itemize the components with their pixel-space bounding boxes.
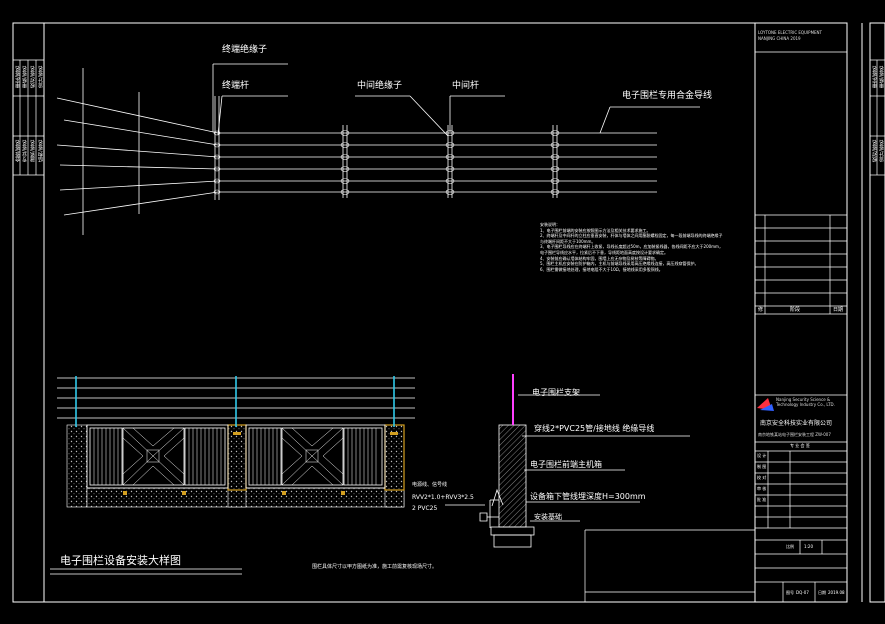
label-alloy-wire: 电子围栏专用合金导线 [622, 91, 713, 101]
label-pvc: 2 PVC25 [412, 505, 438, 512]
row-label: 审 核 [757, 486, 767, 491]
sheet-label: 日期 [818, 590, 826, 595]
notes-line: 3、电子围栏导线应在终端杆上收紧，导线长度超过50m，应加装紧线器，各线间距不应… [540, 244, 723, 250]
left-strip-group: 设计/签名 [38, 66, 44, 88]
right-strip-lines [870, 59, 885, 176]
sheet-value: 2019.08 [828, 590, 845, 595]
sheet-label: 比例 [786, 544, 794, 549]
section-detail [50, 374, 690, 575]
left-strip-group: 审定/签名 [15, 66, 21, 88]
stamp-sub: NANJING CHINA 2019 [758, 36, 801, 41]
row-label: 校 对 [757, 475, 767, 480]
notes-line: 4、安装前应确认墙体结构牢固，围墙上应无杂物及树枝等障碍物。 [540, 255, 659, 261]
left-strip-group: 校对/签名 [30, 66, 36, 88]
row-label: 制 图 [757, 464, 767, 469]
right-strip-group: 设计/签名 [879, 140, 885, 162]
notes-line: 2、终端杆及中间杆的立柱应垂直安装，杆体与墙体之间用膨胀螺栓固定，每一段前端导线… [540, 233, 723, 239]
title-block-grid [584, 51, 847, 602]
right-strip-group: 校对/签名 [872, 140, 878, 162]
sheet-frame [12, 22, 885, 603]
right-strip-group: 审定/签名 [872, 66, 878, 88]
label-cable-spec: RVV2*1.0+RVV3*2.5 [412, 494, 474, 501]
notes-line: 电子围栏导线应水平，拉紧后不下垂，导线距地面高度按设计要求确定。 [540, 249, 668, 255]
sheet-label: 图号 [786, 590, 794, 595]
label-depth: 设备箱下管线埋深度H=300mm [530, 492, 646, 501]
insulators [213, 130, 560, 195]
top-elevation [56, 63, 700, 235]
footnote: 围栏具体尺寸以甲方图纸为准，施工前需复核现场尺寸。 [312, 564, 438, 570]
stamp-header: LOYTONE ELECTRIC EQUIPMENT [758, 30, 822, 35]
company-name: 南京安全科技实业有限公司 [760, 420, 833, 427]
drawing-title: 电子围栏设备安装大样图 [60, 554, 181, 567]
project-line: 南京地铁某站电子围栏安装工程 ZW-007 [758, 432, 831, 437]
sheet-value: DQ-07 [796, 590, 809, 595]
notes-line: 1、电子围栏前端的安装应按照图示方法及相关技术要求施工。 [540, 227, 651, 233]
right-strip-group: 审核/签名 [879, 66, 885, 88]
label-host-box: 电子围栏前端主机箱 [530, 460, 602, 469]
left-strip-group: 审核/签名 [22, 66, 28, 88]
sheet-value: 1:20 [804, 544, 813, 549]
company-en: Nanjing Security Science & Technology In… [776, 397, 835, 407]
notes-line: 5、围栏主机应安装在防护箱内，主机与前端导线采用高压绝缘线连接，高压线穿管保护。 [540, 261, 699, 267]
company-logo [757, 398, 774, 411]
left-strip-lines [13, 59, 44, 176]
notes-title: 安装说明： [540, 222, 560, 227]
label-install-base: 安装基础 [534, 513, 562, 521]
installation-notes: 安装说明： 1、电子围栏前端的安装应按照图示方法及相关技术要求施工。 2、终端杆… [540, 222, 725, 272]
notes-line: 与终端杆间距不大于100mm。 [540, 238, 596, 244]
fence-elevation [57, 376, 415, 508]
notes-line: 6、围栏需做接地处理，接地电阻不大于10Ω，接地线采用多股铜线。 [540, 266, 663, 272]
label-electric-line: 电源线、信号线 [412, 482, 448, 488]
rev-label: 修 [758, 307, 764, 313]
rev-col: 阶段 [790, 307, 801, 313]
rev-col: 日期 [833, 307, 844, 313]
label-bracket: 电子围栏支架 [532, 388, 580, 397]
label-mid-post: 中间杆 [452, 81, 480, 91]
label-pipe: 穿线2*PVC25管/接地线 绝缘导线 [534, 424, 655, 433]
header-small: 专 业 会 签 [790, 443, 810, 448]
left-strip-group: 会签/签名 [15, 140, 21, 162]
left-strip-group: 专业/签名 [22, 140, 28, 162]
left-strip-group: 建筑/签名 [30, 140, 36, 162]
label-end-post: 终端杆 [222, 81, 250, 91]
row-label: 批 准 [757, 497, 767, 502]
row-label: 设 计 [757, 453, 767, 458]
label-end-insulator: 终端绝缘子 [222, 45, 268, 55]
label-mid-insulator: 中间绝缘子 [357, 81, 403, 91]
left-strip-group: 结构/签名 [38, 140, 44, 162]
